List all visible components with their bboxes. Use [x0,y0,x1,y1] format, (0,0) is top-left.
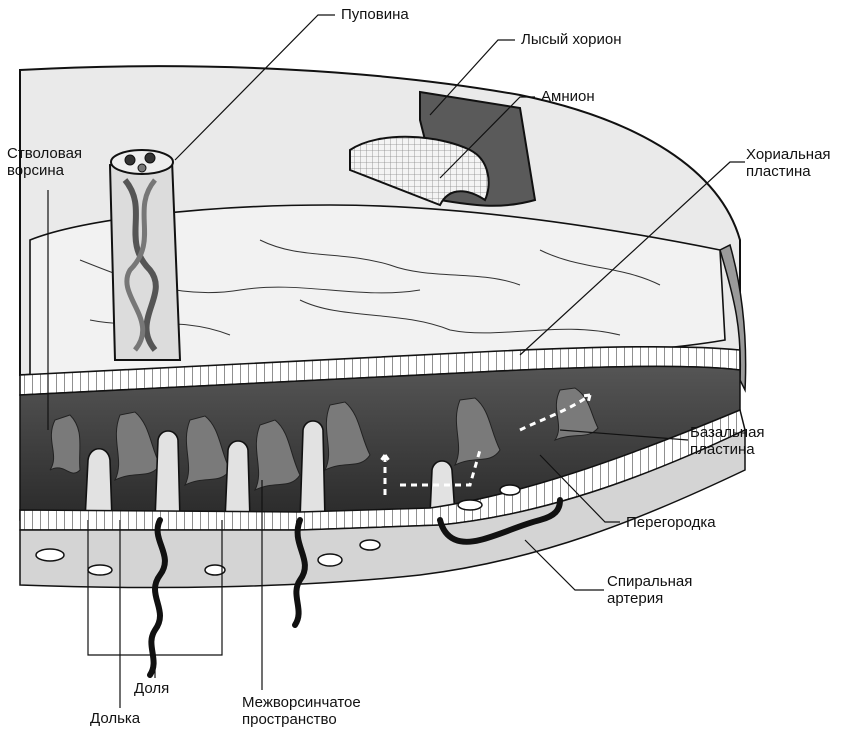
label-lobule: Долька [90,710,140,727]
label-chorionic-plate: Хориальная пластина [746,146,831,180]
label-basal-plate: Базальная пластина [690,424,765,458]
label-umbilical-cord: Пуповина [341,6,409,23]
label-spiral-artery: Спиральная артерия [607,573,692,607]
label-stem-villus: Стволовая ворсина [7,145,82,179]
label-amnion: Амнион [541,88,595,105]
umbilical-cord [110,150,180,360]
label-bald-chorion: Лысый хорион [521,31,621,48]
label-intervillous-space: Межворсинчатое пространство [242,694,361,728]
label-septum: Перегородка [626,514,716,531]
label-lobe: Доля [134,680,169,697]
